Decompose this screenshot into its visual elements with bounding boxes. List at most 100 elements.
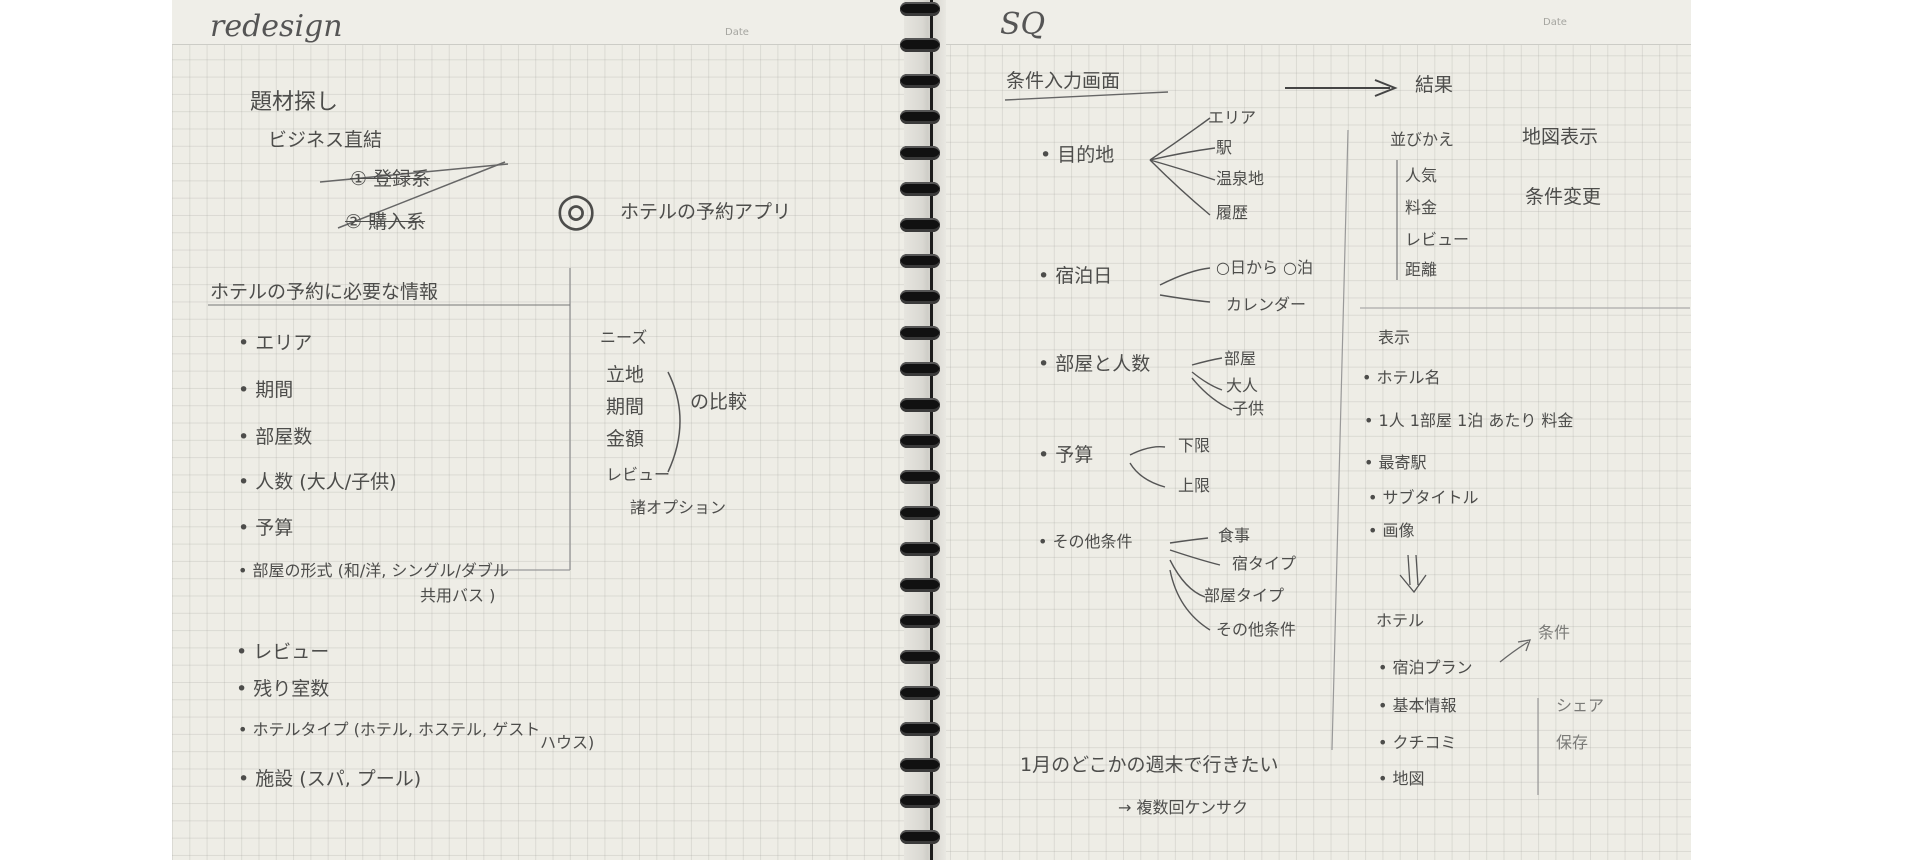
- facilities: • 施設 (スパ, プール): [238, 768, 422, 790]
- display-item: • 最寄駅: [1364, 453, 1427, 472]
- other-item: その他条件: [1216, 620, 1297, 639]
- option-registration: ① 登録系: [350, 168, 431, 190]
- spiral-ring: [900, 722, 940, 736]
- info-item: • 残り室数: [236, 678, 330, 700]
- room-type-line2: 共用バス ): [420, 586, 496, 605]
- destination: • 目的地: [1040, 144, 1115, 166]
- spiral-ring: [900, 650, 940, 664]
- hotel-item: • クチコミ: [1378, 733, 1457, 752]
- left-page-title: redesign: [210, 9, 343, 44]
- spiral-ring: [900, 218, 940, 232]
- date-label: Date: [725, 27, 749, 38]
- sort-item: 人気: [1405, 166, 1438, 185]
- spiral-ring: [900, 398, 940, 412]
- info-item: • 部屋数: [238, 426, 313, 448]
- left-notebook-page: [172, 0, 904, 860]
- spiral-ring: [900, 434, 940, 448]
- compare-label: の比較: [690, 391, 748, 413]
- spiral-ring: [900, 110, 940, 124]
- info-item: • エリア: [238, 332, 313, 354]
- rooms-people-item: 大人: [1226, 376, 1259, 395]
- needs-label: ニーズ: [600, 328, 648, 347]
- stay-date-item: カレンダー: [1226, 295, 1307, 314]
- spiral-ring: [900, 146, 940, 160]
- rooms-people-item: 部屋: [1224, 349, 1257, 368]
- save-label: 保存: [1556, 733, 1589, 752]
- note-weekend: 1月のどこかの週末で行きたい: [1020, 754, 1279, 776]
- needs-item: レビュー: [606, 465, 671, 484]
- hotel-type-line1: • ホテルタイプ (ホテル, ホステル, ゲスト: [238, 720, 541, 739]
- other-item: 部屋タイプ: [1204, 586, 1285, 605]
- map-view: 地図表示: [1522, 126, 1599, 148]
- rooms-people-item: 子供: [1232, 399, 1265, 418]
- sort-heading: 並びかえ: [1390, 130, 1455, 149]
- spiral-ring: [900, 614, 940, 628]
- info-item: • 人数 (大人/子供): [238, 471, 397, 493]
- other-item: 食事: [1218, 526, 1251, 545]
- budget: • 予算: [1038, 444, 1094, 466]
- spiral-ring: [900, 506, 940, 520]
- spiral-ring: [900, 686, 940, 700]
- business-line: ビジネス直結: [268, 129, 383, 151]
- spiral-ring: [900, 326, 940, 340]
- topic-search: 題材探し: [250, 90, 339, 115]
- needs-item: 期間: [606, 396, 645, 418]
- needs-option: 諸オプション: [630, 498, 727, 517]
- spiral-ring: [900, 758, 940, 772]
- spiral-ring: [900, 830, 940, 844]
- other-conditions: • その他条件: [1038, 532, 1133, 551]
- needs-item: 金額: [606, 428, 645, 450]
- display-heading: 表示: [1378, 328, 1411, 347]
- hotel-item: • 地図: [1378, 769, 1425, 788]
- right-page-title: SQ: [1000, 7, 1046, 42]
- change-conditions: 条件変更: [1525, 186, 1602, 208]
- note-multiple-search: → 複数回ケンサク: [1118, 798, 1249, 817]
- budget-item: 上限: [1178, 476, 1211, 495]
- spiral-ring: [900, 2, 940, 16]
- spiral-ring: [900, 362, 940, 376]
- right-notebook-page: [946, 0, 1691, 860]
- spiral-ring: [900, 254, 940, 268]
- spiral-ring: [900, 794, 940, 808]
- hotel-type-line2: ハウス): [540, 733, 595, 752]
- sort-item: 料金: [1405, 198, 1438, 217]
- hotel-item: • 宿泊プラン: [1378, 658, 1473, 677]
- sort-item: 距離: [1405, 260, 1438, 279]
- room-type-line1: • 部屋の形式 (和/洋, シングル/ダブル: [238, 561, 509, 580]
- rooms-people: • 部屋と人数: [1038, 353, 1151, 375]
- conditions-label: 条件: [1538, 623, 1571, 642]
- info-item: • 期間: [238, 379, 294, 401]
- spiral-ring: [900, 182, 940, 196]
- spiral-ring: [900, 38, 940, 52]
- needs-item: 立地: [606, 364, 645, 386]
- result-heading: 結果: [1415, 74, 1454, 96]
- spiral-ring: [900, 470, 940, 484]
- destination-item: 駅: [1216, 138, 1233, 157]
- display-item: • ホテル名: [1362, 368, 1441, 387]
- stay-date: • 宿泊日: [1038, 265, 1113, 287]
- display-item: • サブタイトル: [1368, 488, 1479, 507]
- info-heading: ホテルの予約に必要な情報: [210, 281, 439, 303]
- spiral-ring: [900, 290, 940, 304]
- destination-item: 履歴: [1216, 203, 1249, 222]
- share-label: シェア: [1556, 696, 1605, 715]
- display-item: • 画像: [1368, 521, 1415, 540]
- spiral-ring: [900, 578, 940, 592]
- hotel-heading: ホテル: [1376, 611, 1425, 630]
- stay-date-item: ○日から ○泊: [1216, 258, 1314, 277]
- hotel-item: • 基本情報: [1378, 696, 1457, 715]
- info-item: • レビュー: [236, 641, 330, 663]
- info-item: • 予算: [238, 517, 294, 539]
- selected-topic: ホテルの予約アプリ: [620, 201, 792, 223]
- spiral-ring: [900, 74, 940, 88]
- destination-item: エリア: [1208, 108, 1257, 127]
- selected-mark: ◎: [556, 182, 597, 236]
- display-item: • 1人 1部屋 1泊 あたり 料金: [1364, 411, 1574, 430]
- option-purchase: ② 購入系: [345, 211, 426, 233]
- date-label: Date: [1543, 17, 1567, 28]
- spiral-ring: [900, 542, 940, 556]
- sort-item: レビュー: [1405, 230, 1470, 249]
- input-screen-heading: 条件入力画面: [1006, 70, 1121, 92]
- notebook-binding: [904, 0, 946, 860]
- budget-item: 下限: [1178, 436, 1211, 455]
